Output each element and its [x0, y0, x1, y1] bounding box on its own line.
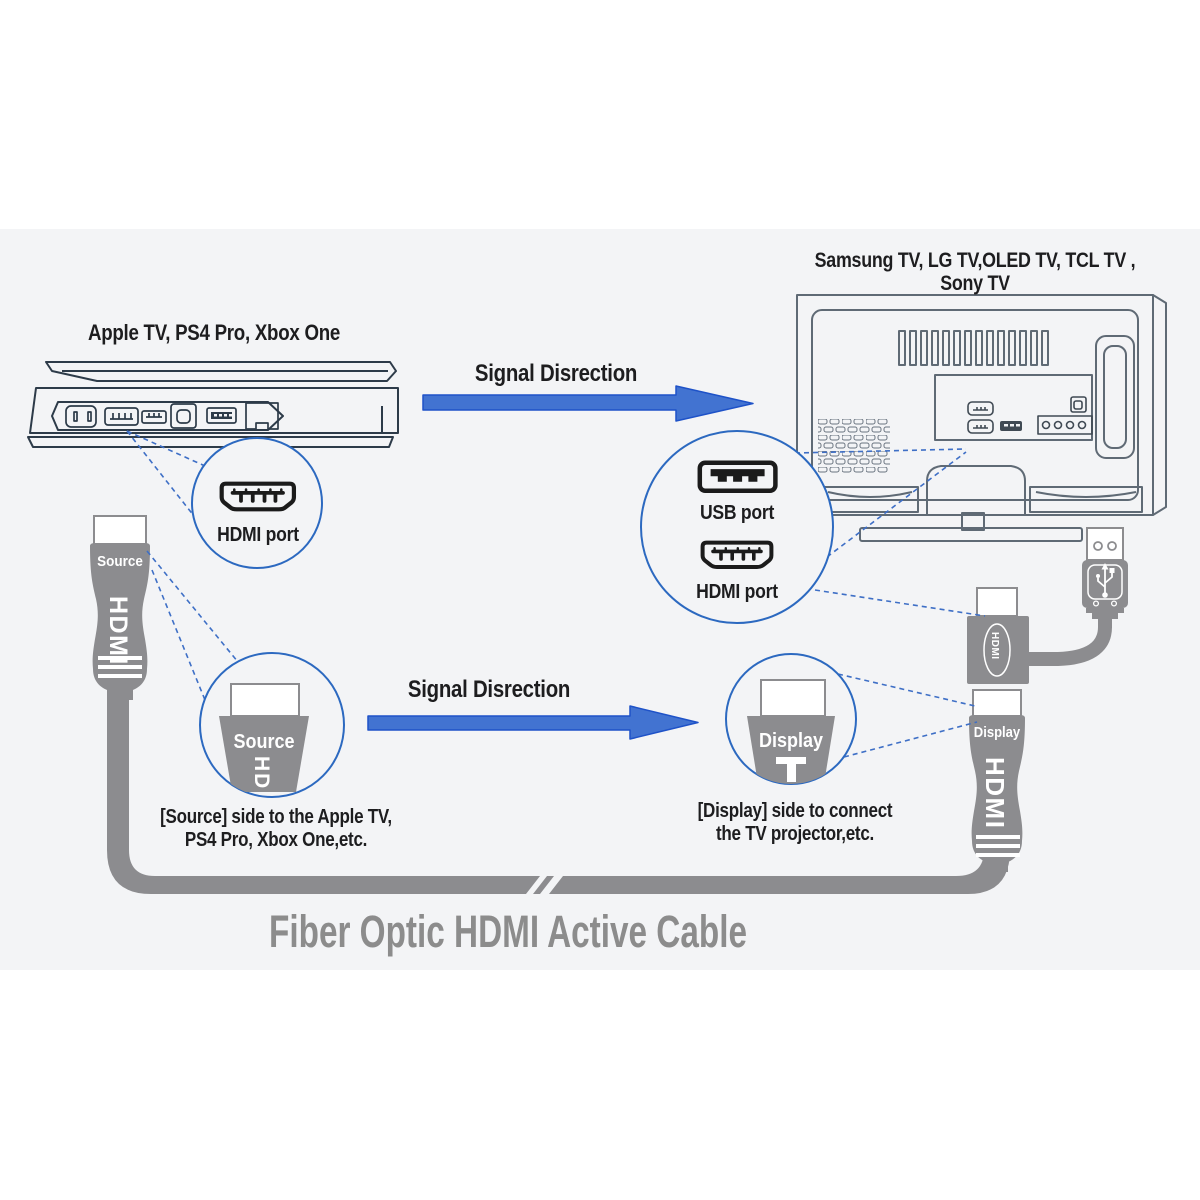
- tv-port-panel: [934, 374, 1093, 441]
- signal-direction-label-top: Signal Disrection: [475, 359, 637, 386]
- usb-symbol-icon: [1096, 563, 1115, 598]
- display-caption-line2: the TV projector,etc.: [716, 822, 874, 845]
- signal-direction-label-middle: Signal Disrection: [408, 675, 570, 702]
- console-ethernet-port-icon: [245, 402, 279, 430]
- cable-run-right: [549, 845, 1010, 894]
- tv-vent-slats: [898, 330, 1049, 366]
- product-title: Fiber Optic HDMI Active Cable: [269, 907, 747, 957]
- tv-vent-holes: [818, 419, 890, 473]
- display-zoom-callout: Display: [747, 679, 835, 784]
- console-power-port-icon: [65, 405, 97, 428]
- tv-panel-hdmi-port-icon: [967, 401, 994, 416]
- console-hdmi-callout: HDMI port: [217, 484, 300, 545]
- usb-power-adapter: HDMI: [967, 527, 1128, 684]
- display-plug-tip: [972, 689, 1022, 717]
- usb-plug-tip: [1086, 527, 1124, 561]
- console-hdmi-port-icon: [104, 407, 139, 426]
- source-zoom-body: [219, 716, 309, 792]
- tv-stand-base: [859, 527, 1083, 542]
- console-optical-port-icon: [170, 403, 197, 429]
- hdmi-cable: Source HDMI Display HDMI: [90, 515, 1025, 894]
- display-zoom-pin: [776, 757, 806, 764]
- source-zoom-label: Source: [234, 731, 295, 753]
- source-caption-line2: PS4 Pro, Xbox One,etc.: [185, 828, 367, 851]
- adapter-brand-label: HDMI: [989, 632, 1000, 660]
- tv-panel-optical-port-icon: [1070, 396, 1087, 413]
- display-connector-brand: HDMI: [980, 757, 1010, 829]
- display-caption-line1: [Display] side to connect: [698, 799, 893, 822]
- source-zoom-brand: HD: [250, 756, 273, 790]
- adapter-body: [967, 616, 1029, 684]
- display-zoom-label: Display: [759, 730, 823, 752]
- signal-arrow-middle: [367, 705, 699, 740]
- callout-dashed-lines: [126, 430, 986, 758]
- tv-ports-callout: USB port HDMI port: [696, 463, 779, 602]
- hdmi-port-caption: HDMI port: [696, 580, 779, 602]
- console-hdmi-callout-circle: [191, 437, 323, 569]
- source-zoom-callout: Source HD: [219, 683, 309, 792]
- tv-panel-av-ports-icon: [1037, 415, 1093, 435]
- display-zoom-plug-tip: [760, 679, 826, 717]
- console-aux-port-icon: [141, 410, 167, 424]
- source-caption-line1: [Source] side to the Apple TV,: [160, 805, 392, 828]
- adapter-hdmi-plug-tip: [976, 587, 1018, 617]
- source-plug-tip: [93, 515, 147, 545]
- tv-stand-mount: [926, 465, 1026, 514]
- console-usb-port-icon: [206, 407, 237, 424]
- source-zoom-plug-tip: [230, 683, 300, 717]
- tv-panel-usb-port-icon: [1000, 421, 1022, 431]
- cable-break-piece: [533, 876, 554, 894]
- display-connector: Display HDMI: [969, 689, 1025, 872]
- tv-device-drawing: [796, 294, 1167, 542]
- signal-arrow-top: [422, 385, 754, 422]
- tv-speaker-right: [1029, 486, 1143, 513]
- tv-handle: [1095, 335, 1135, 459]
- source-connector: Source HDMI: [90, 515, 150, 700]
- tv-devices-label-line1: Samsung TV, LG TV,OLED TV, TCL TV ,: [815, 249, 1136, 273]
- source-connector-brand: HDMI: [104, 596, 132, 666]
- hdmi-port-caption: HDMI port: [217, 523, 300, 545]
- console-device-drawing: [27, 361, 399, 448]
- display-connector-label: Display: [974, 724, 1021, 740]
- tv-stand-neck: [961, 512, 985, 531]
- source-devices-label: Apple TV, PS4 Pro, Xbox One: [88, 322, 340, 346]
- display-zoom-body: [747, 716, 835, 784]
- tv-ports-callout-circle: [640, 430, 834, 624]
- source-connector-label: Source: [97, 553, 143, 570]
- usb-plug-collar: [1086, 608, 1124, 628]
- tv-panel-hdmi-port2-icon: [967, 419, 994, 434]
- tv-devices-label-line2: Sony TV: [940, 272, 1010, 296]
- usb-port-caption: USB port: [700, 501, 775, 523]
